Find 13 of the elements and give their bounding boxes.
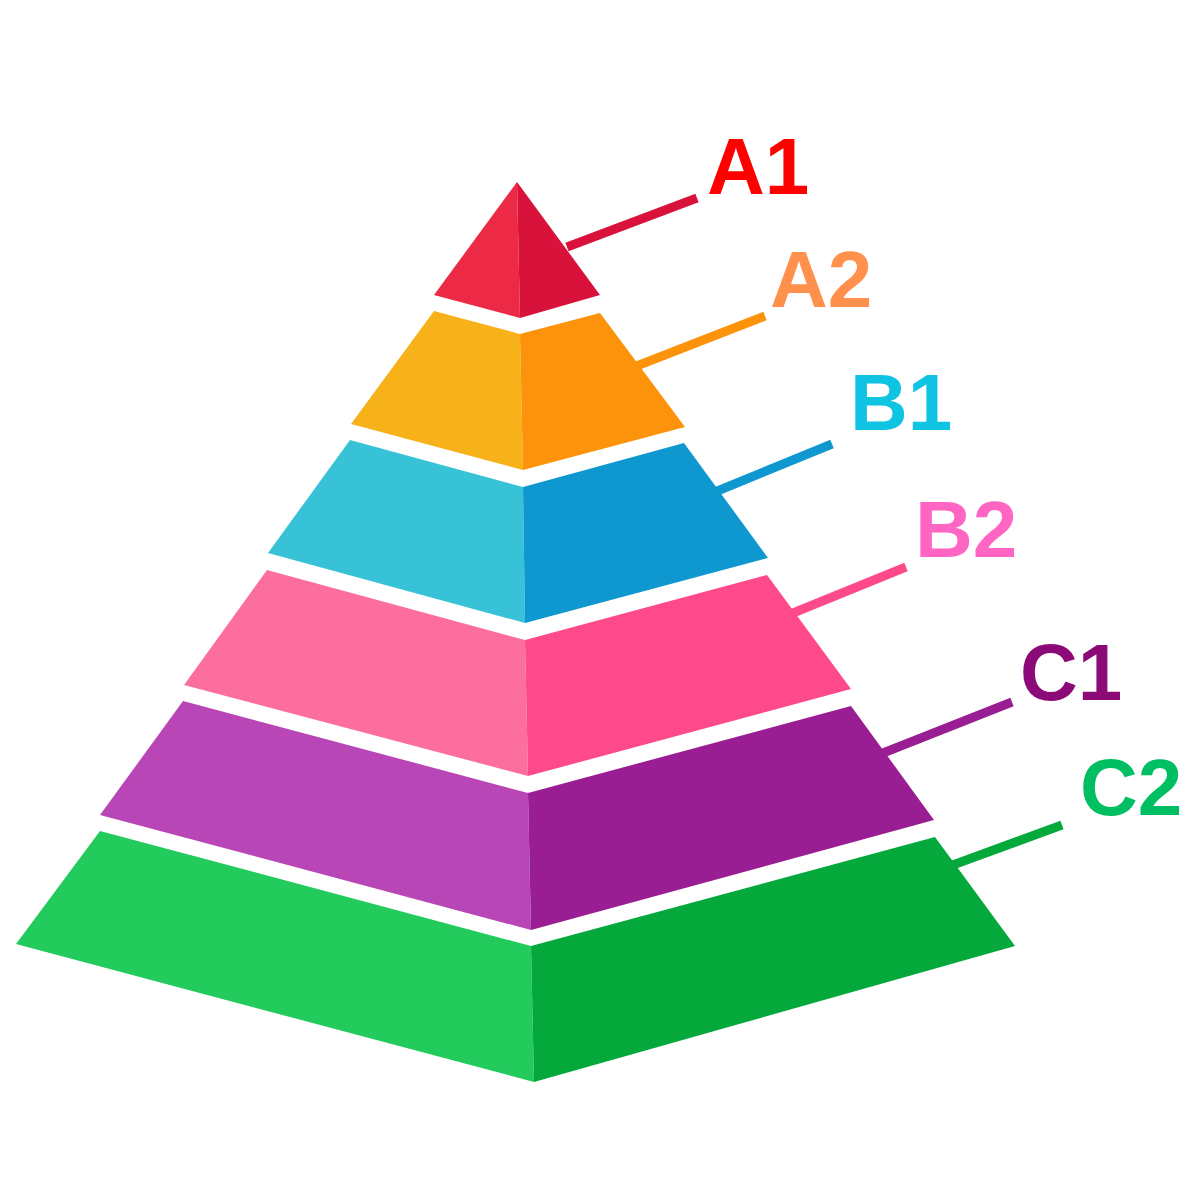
layer-label: A2 <box>770 240 873 320</box>
layer-label: B2 <box>915 490 1018 570</box>
pyramid-layer <box>16 831 1015 1082</box>
pyramid-layer <box>351 311 685 470</box>
leader-line <box>565 193 699 252</box>
layer-label: C2 <box>1080 748 1183 828</box>
pyramid-layer <box>100 701 934 930</box>
pyramid-layer <box>434 182 600 318</box>
pyramid-layer <box>184 570 851 776</box>
pyramid-layer <box>268 440 768 623</box>
layer-label: B1 <box>850 363 953 443</box>
layer-label: A1 <box>707 127 810 207</box>
layer-label: C1 <box>1020 633 1123 713</box>
